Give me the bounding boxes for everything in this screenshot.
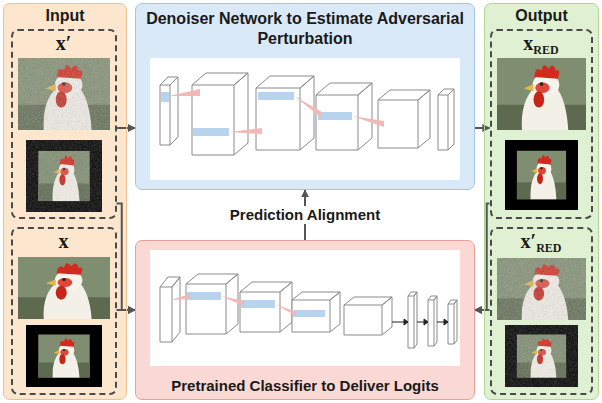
classifier-panel-fill <box>136 241 475 400</box>
input-panel: Input x′ x <box>3 3 127 400</box>
node-label: Input <box>45 7 84 24</box>
node-label: x <box>59 230 69 252</box>
denoised-image <box>497 258 586 320</box>
arrow-connector <box>475 204 490 311</box>
network-canvas <box>150 58 460 180</box>
output-group: xRED <box>490 29 593 219</box>
label-subscript: RED <box>533 43 558 57</box>
clean-image <box>26 325 102 387</box>
node-label: Denoiser Network to Estimate Adversarial… <box>146 10 464 47</box>
output-panel-fill <box>485 4 599 400</box>
node-label: Output <box>515 7 567 24</box>
edge-label: Prediction Alignment <box>226 206 384 224</box>
node-label: x′ <box>521 230 537 252</box>
fc-arrows <box>392 319 448 325</box>
node-header: Denoiser Network to Estimate Adversarial… <box>136 4 474 49</box>
arrow-connector <box>475 309 490 311</box>
denoiser-panel-fill <box>136 4 475 190</box>
arrow-connector <box>117 309 136 311</box>
label-subscript: RED <box>536 241 561 255</box>
node-header: Input <box>4 4 126 26</box>
denoiser-box: Denoiser Network to Estimate Adversarial… <box>135 3 475 190</box>
node-header: xRED <box>492 31 591 61</box>
node-label: x <box>523 32 533 54</box>
denoiser-network <box>160 73 454 155</box>
denoised-image <box>505 325 578 387</box>
input-panel-fill <box>4 4 127 400</box>
input-group: x <box>11 227 117 395</box>
input-group: x′ <box>11 29 117 219</box>
node-header: Output <box>485 4 598 26</box>
output-panel: OutputxREDx′RED <box>484 3 599 400</box>
clean-image <box>18 257 110 319</box>
node-header: Pretrained Classifier to Deliver Logits <box>136 376 474 395</box>
node-header: x <box>13 229 115 252</box>
denoised-image <box>497 58 586 130</box>
adversarial-image <box>26 140 102 212</box>
denoised-image <box>505 140 578 210</box>
denoiser-kernels <box>161 89 384 136</box>
network-canvas <box>150 250 460 366</box>
node-label: x′ <box>56 32 72 54</box>
classifier-network <box>160 274 457 348</box>
classifier-kernels <box>171 292 325 317</box>
node-header: x′RED <box>492 229 591 259</box>
classifier-box: Pretrained Classifier to Deliver Logits <box>135 240 475 400</box>
arrow-connector <box>117 127 136 129</box>
output-group: x′RED <box>490 227 593 395</box>
node-label: Pretrained Classifier to Deliver Logits <box>171 377 439 394</box>
arrow-connector <box>475 127 490 129</box>
adversarial-image <box>18 58 110 130</box>
node-header: x′ <box>13 31 115 54</box>
image-thumbnails <box>18 58 586 387</box>
arrow-connector <box>117 204 136 311</box>
